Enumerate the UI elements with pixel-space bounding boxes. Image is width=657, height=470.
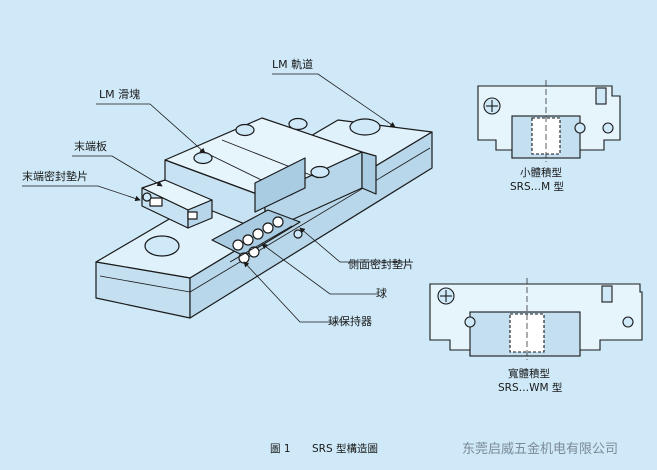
label-side-seal: 側面密封墊片 xyxy=(348,257,414,271)
wide-type-name: 寬體積型 xyxy=(508,367,550,380)
company-watermark: 东莞启威五金机电有限公司 xyxy=(462,441,618,457)
label-end-seal: 末端密封墊片 xyxy=(22,169,88,183)
lm-block xyxy=(164,117,363,233)
callout-leaders xyxy=(22,73,410,323)
label-ball-retainer: 球保持器 xyxy=(328,314,372,328)
label-lm-rail: LM 軌道 xyxy=(272,57,313,71)
end-seal-right xyxy=(361,151,377,195)
wide-type-model: SRS…WM 型 xyxy=(498,381,562,394)
small-type-model: SRS…M 型 xyxy=(510,180,564,193)
label-ball: 球 xyxy=(376,286,387,300)
label-lm-block: LM 滑塊 xyxy=(99,88,140,101)
main-assembly xyxy=(95,117,433,319)
wide-type-section xyxy=(429,278,643,360)
end-plate xyxy=(141,179,213,229)
small-type-name: 小體積型 xyxy=(520,166,562,179)
small-type-section xyxy=(477,80,621,162)
figure-title: SRS 型構造圖 xyxy=(312,442,378,455)
figure-number: 圖 1 xyxy=(270,443,291,455)
label-end-plate: 末端板 xyxy=(74,139,107,153)
